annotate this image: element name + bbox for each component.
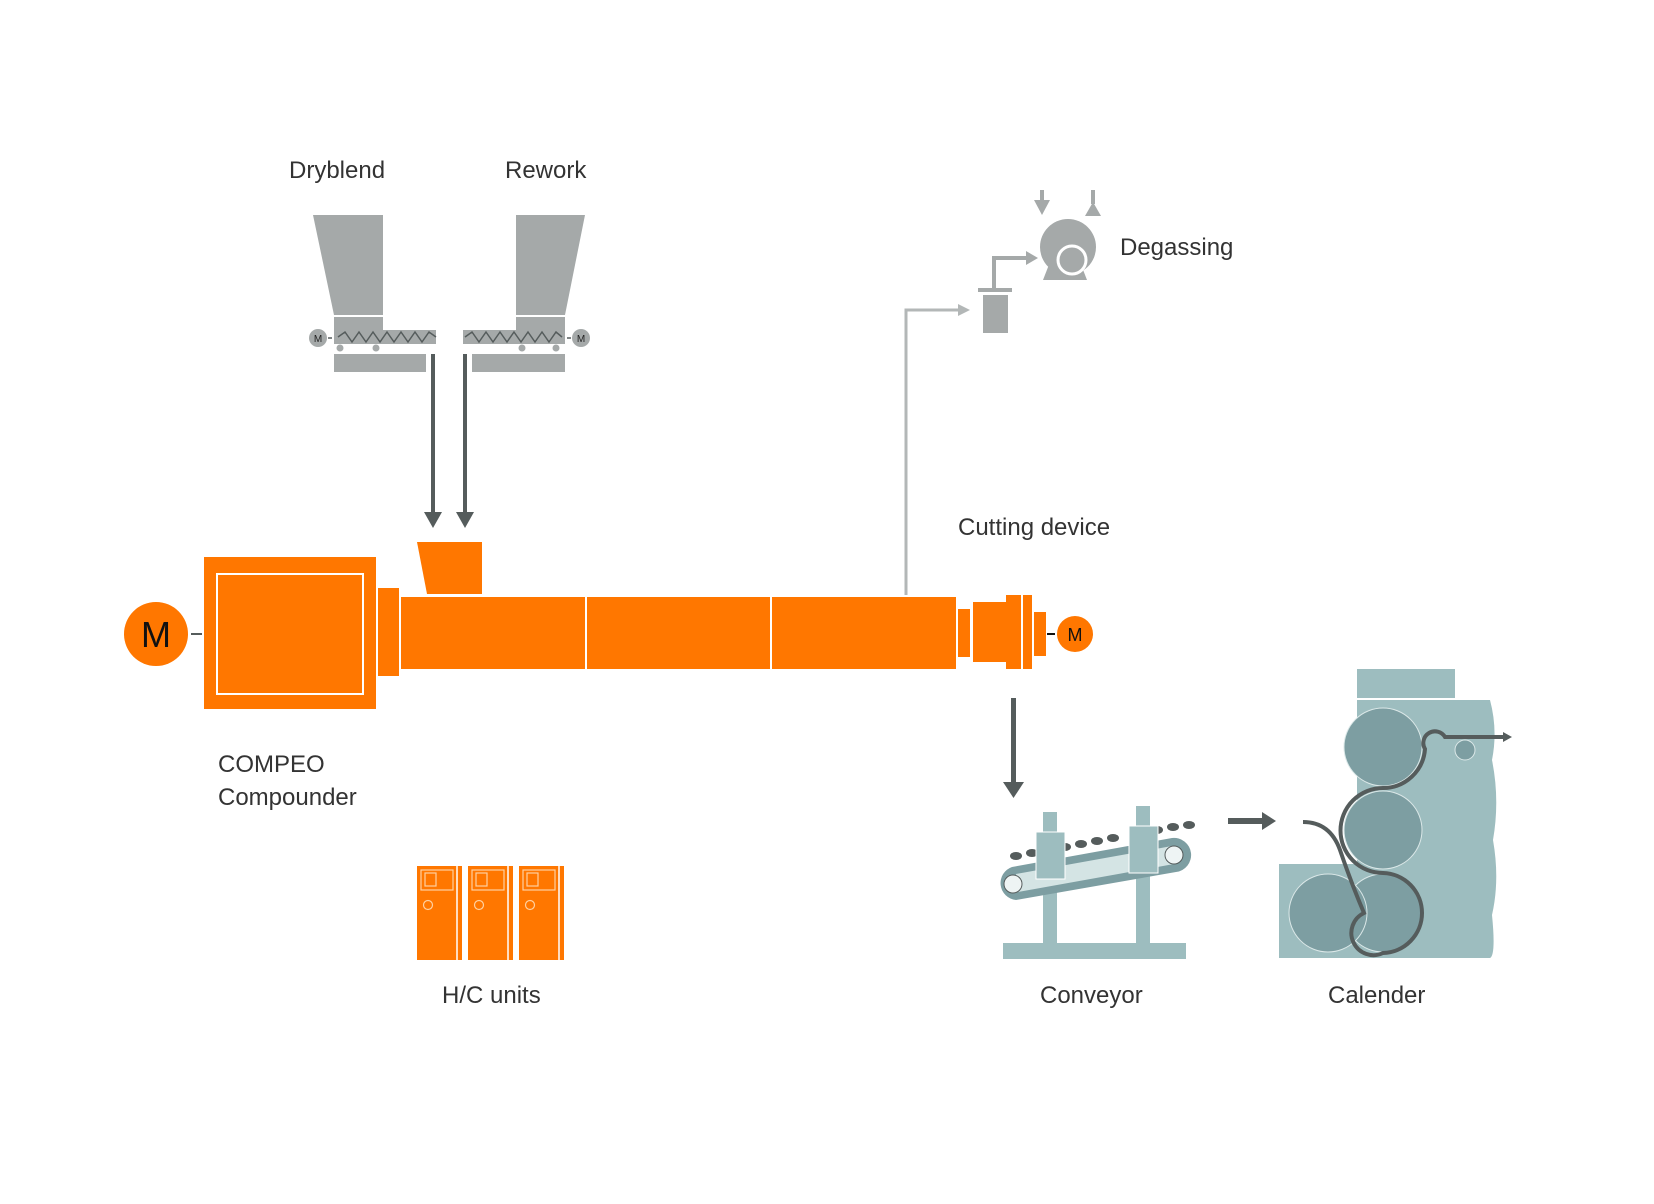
cutter-motor-icon: M — [1057, 616, 1093, 652]
dryblend-motor-icon: M — [309, 329, 327, 347]
dryblend-feeder: M — [309, 215, 437, 372]
calender-icon — [1279, 669, 1512, 958]
label-dryblend: Dryblend — [289, 157, 386, 184]
degassing-line — [904, 251, 1038, 595]
hc-units-icon — [417, 866, 564, 960]
svg-text:M: M — [141, 614, 171, 655]
svg-text:M: M — [1068, 625, 1083, 645]
svg-text:M: M — [577, 334, 585, 345]
dryblend-motor-label: M — [314, 334, 322, 345]
label-conveyor: Conveyor — [1040, 982, 1143, 1009]
label-compounder-line1: COMPEO — [218, 751, 325, 778]
vacuum-pump-icon — [1034, 190, 1101, 280]
feed-arrows — [424, 354, 474, 528]
rework-motor-icon: M — [572, 329, 590, 347]
cutting-device: M — [958, 595, 1093, 669]
label-degassing: Degassing — [1120, 234, 1234, 261]
label-compounder-line2: Compounder — [218, 784, 357, 811]
main-motor-icon: M — [124, 602, 202, 666]
label-cutting-device: Cutting device — [958, 514, 1111, 541]
transfer-arrow — [1228, 812, 1276, 830]
compounder-barrel — [401, 597, 956, 669]
conveyor-icon — [1000, 806, 1195, 959]
compounder-gearbox — [204, 557, 399, 709]
inlet-hopper — [417, 542, 482, 594]
discharge-arrow — [1003, 698, 1024, 798]
label-hc-units: H/C units — [442, 982, 541, 1009]
label-calender: Calender — [1328, 982, 1426, 1009]
rework-feeder: M — [463, 215, 590, 372]
label-rework: Rework — [505, 157, 587, 184]
